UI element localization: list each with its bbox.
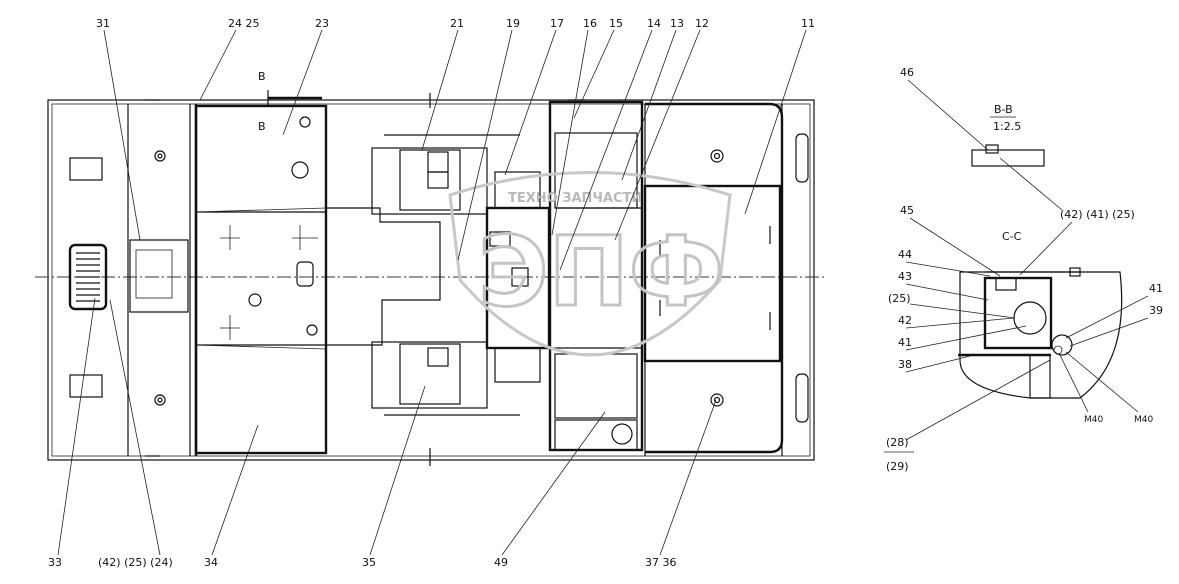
callout-16: 16 xyxy=(583,17,597,30)
callout-42-25-24: (42) (25) (24) xyxy=(98,556,173,569)
cc-label-38: 38 xyxy=(898,358,912,371)
cc-label-42: 42 xyxy=(898,314,912,327)
grille-slots xyxy=(76,252,100,302)
cc-label-43: 43 xyxy=(898,270,912,283)
callout-15: 15 xyxy=(609,17,623,30)
section-b-mark-top: B xyxy=(258,70,266,83)
section-bb-scale: 1:2.5 xyxy=(993,120,1021,133)
callout-13: 13 xyxy=(670,17,684,30)
cc-note-m40-1: M40 xyxy=(1084,415,1103,425)
callout-35: 35 xyxy=(362,556,376,569)
cc-label-39: 39 xyxy=(1149,304,1163,317)
top-callouts: 31 24 25 23 21 19 17 16 15 14 13 12 11 xyxy=(96,17,815,271)
cc-label-29: (29) xyxy=(886,460,909,473)
section-b-mark-bottom: B xyxy=(258,120,266,133)
section-bb-title: B-B xyxy=(994,103,1013,116)
callout-11: 11 xyxy=(801,17,815,30)
cc-label-41-right: 41 xyxy=(1149,282,1163,295)
callout-24-25: 24 25 xyxy=(228,17,260,30)
callout-14: 14 xyxy=(647,17,661,30)
cc-note-m40-2: M40 xyxy=(1134,415,1153,425)
callout-19: 19 xyxy=(506,17,520,30)
cc-label-41: 41 xyxy=(898,336,912,349)
callout-37-36: 37 36 xyxy=(645,556,677,569)
callout-21: 21 xyxy=(450,17,464,30)
section-bb: 46 B-B 1:2.5 xyxy=(900,66,1045,167)
section-bb-callout: 46 xyxy=(900,66,914,79)
section-cc-refs: (42) (41) (25) xyxy=(1060,208,1135,221)
callout-49: 49 xyxy=(494,556,508,569)
cc-label-28: (28) xyxy=(886,436,909,449)
section-cc-title: C-C xyxy=(1002,230,1022,243)
cc-label-45: 45 xyxy=(900,204,914,217)
watermark-line1: ТЕХНО ЗАПЧАСТИ xyxy=(508,191,642,206)
callout-31: 31 xyxy=(96,17,110,30)
callout-12: 12 xyxy=(695,17,709,30)
cc-label-44: 44 xyxy=(898,248,912,261)
section-cc: C-C (42) (41) (25) 45 44 43 (25) 42 41 3… xyxy=(884,157,1163,473)
watermark: ТЕХНО ЗАПЧАСТИ ЭПФ xyxy=(448,171,732,357)
callout-23: 23 xyxy=(315,17,329,30)
bottom-callouts: 33 (42) (25) (24) 34 35 49 37 36 xyxy=(48,297,717,569)
plan-view: B B xyxy=(35,70,825,466)
watermark-big: ЭПФ xyxy=(478,216,724,328)
cc-label-25: (25) xyxy=(888,292,911,305)
callout-17: 17 xyxy=(550,17,564,30)
callout-34: 34 xyxy=(204,556,218,569)
callout-33: 33 xyxy=(48,556,62,569)
